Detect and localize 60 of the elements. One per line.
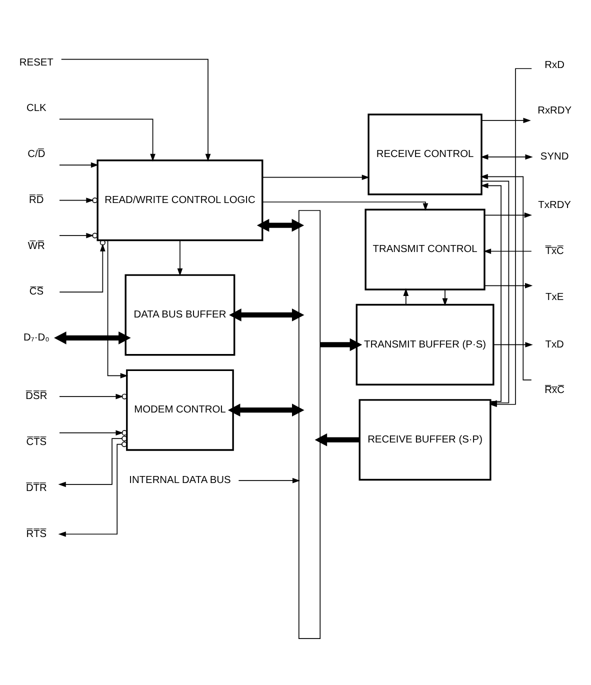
node-text: W̅R̅ <box>28 240 45 252</box>
node-text: R̅T̅S̅ <box>26 528 47 540</box>
arrow <box>493 342 533 347</box>
node-text: D₇·D₀ <box>24 332 50 344</box>
arrow <box>59 393 128 399</box>
node-text: R̅x̅C̅ <box>544 384 564 396</box>
node-box: RECEIVE BUFFER (S·P) <box>358 398 492 480</box>
arrow <box>59 196 98 203</box>
node-box: TRANSMIT BUFFER (P·S) <box>356 303 494 385</box>
arrow <box>314 432 360 446</box>
arrow <box>481 117 531 123</box>
arrow <box>484 212 532 218</box>
arrow <box>54 330 131 344</box>
arrow <box>262 201 428 210</box>
arrow <box>60 58 211 162</box>
arrow <box>177 239 183 276</box>
arrow <box>229 308 304 321</box>
arrow <box>480 154 533 160</box>
arrow <box>403 288 409 305</box>
arrow <box>480 182 502 402</box>
node-text: C̅T̅S̅ <box>26 436 47 448</box>
node-box: READ/WRITE CONTROL LOGIC <box>96 159 264 241</box>
arrow <box>262 174 370 180</box>
node-text: R̅D̅ <box>29 194 44 206</box>
node-text: TxRDY <box>538 200 571 211</box>
node-text: TxD <box>545 338 564 350</box>
node-text: D̅T̅R̅ <box>26 482 47 494</box>
node-text: SYND <box>540 151 569 162</box>
node-bar <box>298 210 321 639</box>
arrow <box>480 174 532 380</box>
arrow <box>58 435 128 487</box>
arrow <box>256 218 304 232</box>
arrow <box>238 477 300 483</box>
node-text: RESET <box>19 56 54 68</box>
arrow <box>58 441 128 536</box>
arrow <box>59 118 156 161</box>
arrow <box>481 180 510 406</box>
arrow <box>59 239 106 292</box>
node-box: RECEIVE CONTROL <box>368 113 482 195</box>
node-text: RxD <box>544 59 564 70</box>
node-text: CLK <box>26 102 46 114</box>
arrow <box>228 403 304 416</box>
node-text: D̅S̅R̅ <box>26 390 48 402</box>
arrow <box>320 338 362 351</box>
node-box: MODEM CONTROL <box>126 368 234 450</box>
arrow <box>59 232 98 238</box>
node-box: DATA BUS BUFFER <box>124 274 236 356</box>
node-text: TxE <box>546 291 564 302</box>
node-text: C/D̅ <box>28 148 46 160</box>
arrow <box>483 248 532 254</box>
node-box: TRANSMIT CONTROL <box>364 208 486 290</box>
arrow <box>59 430 128 436</box>
arrow <box>484 282 533 288</box>
node-text: C̅S̅ <box>29 286 44 298</box>
arrow <box>59 162 99 168</box>
node-text: INTERNAL DATA BUS <box>129 474 231 486</box>
node-text: T̅x̅C̅ <box>545 245 564 256</box>
arrow <box>442 288 448 306</box>
arrow <box>107 239 128 378</box>
node-text: RxRDY <box>538 105 572 116</box>
